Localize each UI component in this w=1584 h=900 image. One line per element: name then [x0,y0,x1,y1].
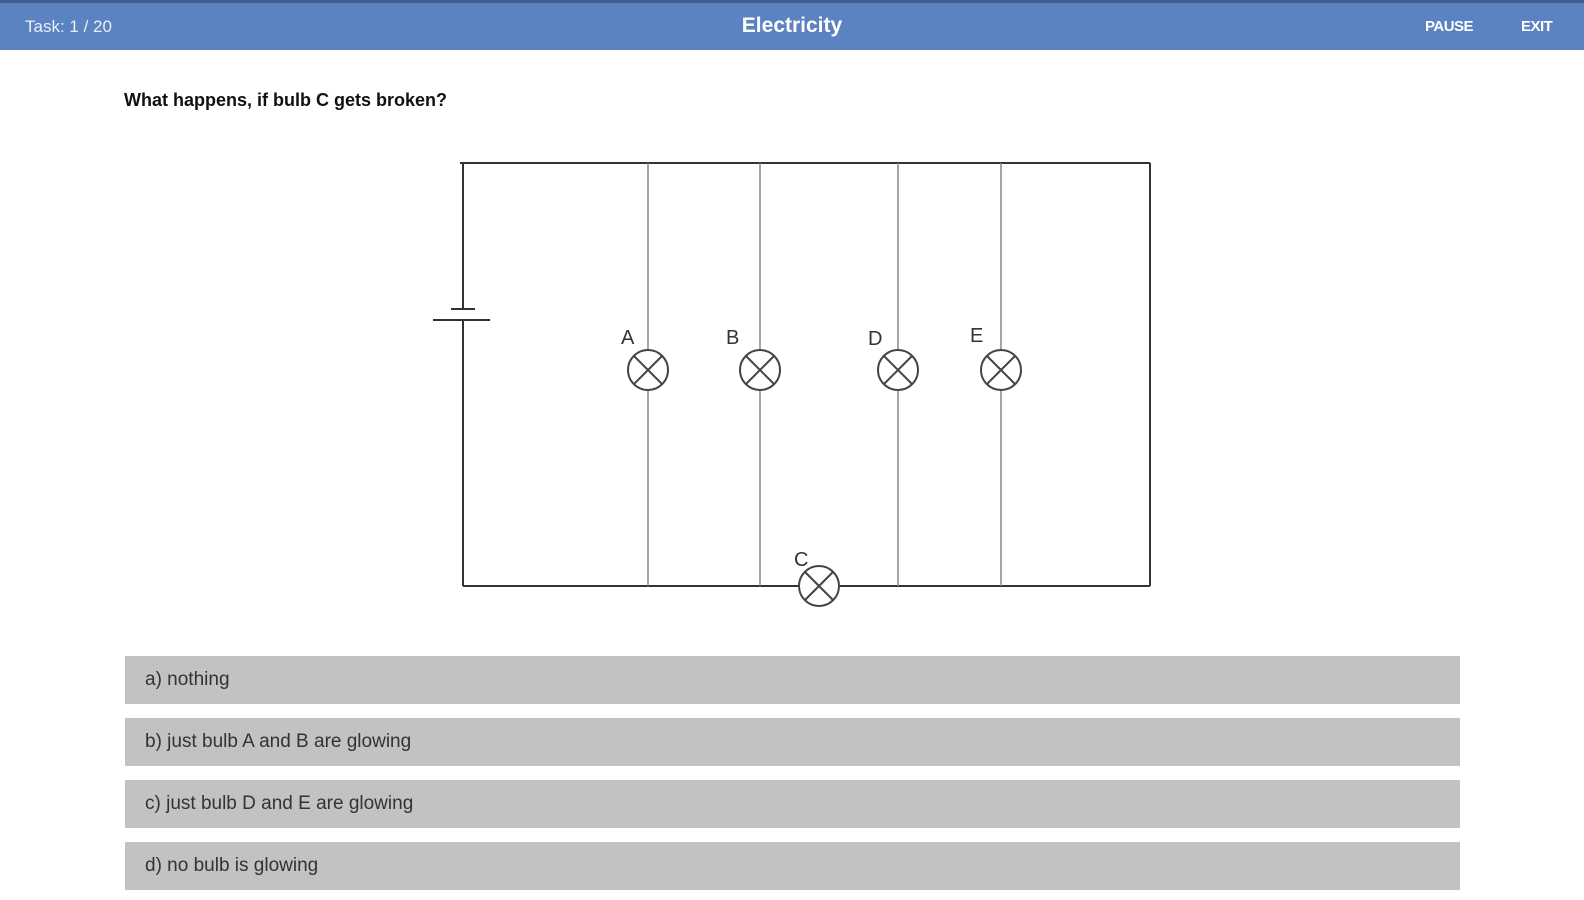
bulb-e-icon [980,349,1022,391]
circuit-diagram: A B D E C [433,162,1151,607]
pause-button[interactable]: PAUSE [1425,18,1474,35]
answer-option-d[interactable]: d) no bulb is glowing [125,842,1460,890]
bulb-label-c: C [794,549,808,571]
exit-button[interactable]: EXIT [1521,18,1553,35]
question-text: What happens, if bulb C gets broken? [124,90,448,110]
answer-option-b[interactable]: b) just bulb A and B are glowing [125,718,1460,766]
answer-option-a[interactable]: a) nothing [125,656,1460,704]
bulb-a-icon [627,349,669,391]
bulb-label-e: E [970,325,983,347]
bulb-label-d: D [868,328,882,350]
answer-option-c[interactable]: c) just bulb D and E are glowing [125,780,1460,828]
bulb-d-icon [877,349,919,391]
battery-icon [433,308,490,321]
bulb-c-icon [798,565,840,607]
bulb-label-a: A [621,327,635,349]
bulb-label-b: B [726,327,739,349]
bulb-b-icon [739,349,781,391]
task-counter: Task: 1 / 20 [25,17,112,36]
